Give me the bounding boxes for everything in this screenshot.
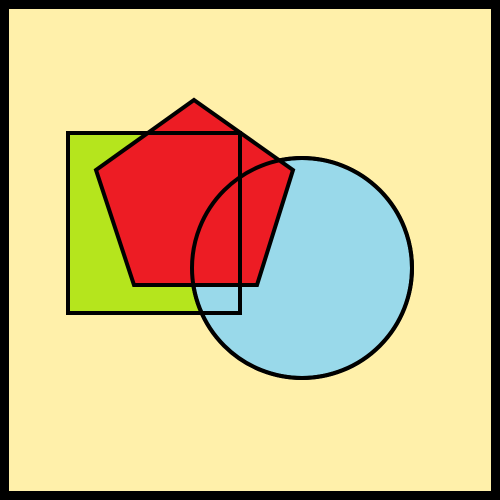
- red-pentagon: [93, 97, 296, 287]
- green-square-outline: [66, 131, 242, 315]
- blue-circle-outline: [190, 156, 414, 380]
- shape-outlines: [66, 131, 414, 380]
